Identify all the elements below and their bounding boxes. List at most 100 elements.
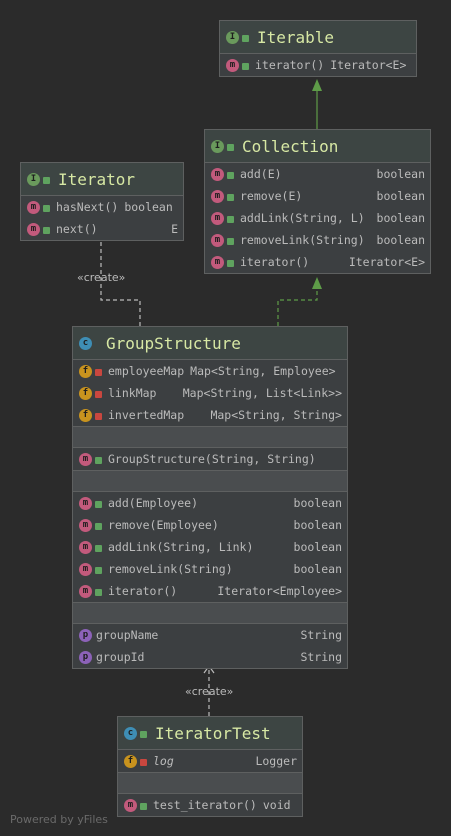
collection-title: Collection bbox=[242, 136, 339, 156]
method-row[interactable]: m hasNext() boolean bbox=[21, 196, 183, 218]
field-row[interactable]: f log Logger bbox=[118, 750, 302, 772]
field-name: employeeMap bbox=[108, 364, 185, 378]
method-row[interactable]: m addLink(String, L) boolean bbox=[205, 207, 430, 229]
method-icon: m bbox=[211, 189, 224, 203]
method-name: iterator() bbox=[240, 255, 310, 269]
public-icon bbox=[227, 143, 234, 151]
method-name: iterator() bbox=[108, 584, 178, 598]
method-row[interactable]: m iterator() Iterator<E> bbox=[220, 54, 416, 76]
method-row[interactable]: m test_iterator() void bbox=[118, 794, 302, 816]
method-row[interactable]: m iterator() Iterator<Employee> bbox=[73, 580, 347, 602]
method-type: boolean bbox=[376, 167, 425, 181]
field-icon: f bbox=[79, 364, 92, 378]
iterator-title: Iterator bbox=[58, 169, 136, 189]
constructor-row[interactable]: m GroupStructure(String, String) bbox=[73, 448, 347, 470]
iteratortest-node[interactable]: c IteratorTest f log Logger m test_itera… bbox=[117, 716, 303, 817]
public-icon bbox=[43, 204, 50, 212]
method-icon: m bbox=[211, 167, 224, 181]
field-type: Map<String, List<Link>> bbox=[182, 386, 342, 400]
yfiles-watermark: Powered by yFiles bbox=[10, 813, 108, 826]
method-icon: m bbox=[27, 200, 40, 214]
field-icon: f bbox=[124, 754, 137, 768]
method-type: E bbox=[171, 222, 178, 236]
property-name: groupName bbox=[96, 628, 159, 642]
create-label-iterator: «create» bbox=[77, 271, 126, 284]
method-type: boolean bbox=[293, 562, 342, 576]
public-icon bbox=[95, 588, 102, 596]
empty-section bbox=[73, 426, 347, 448]
method-row[interactable]: m addLink(String, Link) boolean bbox=[73, 536, 347, 558]
field-row[interactable]: f invertedMap Map<String, String> bbox=[73, 404, 347, 426]
groupstructure-node[interactable]: c GroupStructure f employeeMap Map<Strin… bbox=[72, 326, 348, 669]
class-icon: c bbox=[124, 726, 137, 740]
constructor-name: GroupStructure(String, String) bbox=[108, 452, 316, 466]
property-row[interactable]: p groupName String bbox=[73, 624, 347, 646]
method-type: Iterator<Employee> bbox=[217, 584, 342, 598]
method-icon: m bbox=[79, 540, 92, 554]
method-type: Iterator<E> bbox=[348, 255, 425, 269]
field-icon: f bbox=[79, 386, 92, 400]
method-name: add(E) bbox=[240, 167, 282, 181]
method-name: add(Employee) bbox=[108, 496, 199, 510]
method-type: void bbox=[262, 798, 291, 812]
method-row[interactable]: m remove(E) boolean bbox=[205, 185, 430, 207]
method-icon: m bbox=[79, 584, 92, 598]
iterator-header: I Iterator bbox=[21, 163, 183, 196]
method-row[interactable]: m removeLink(String) boolean bbox=[73, 558, 347, 580]
iteratortest-title: IteratorTest bbox=[155, 723, 271, 743]
public-icon bbox=[43, 176, 50, 184]
method-icon: m bbox=[79, 518, 92, 532]
method-icon: m bbox=[211, 211, 224, 225]
method-type: boolean bbox=[124, 200, 173, 214]
collection-header: I Collection bbox=[205, 130, 430, 163]
method-row[interactable]: m next() E bbox=[21, 218, 183, 240]
public-icon bbox=[140, 730, 147, 738]
method-row[interactable]: m iterator() Iterator<E> bbox=[205, 251, 430, 273]
field-row[interactable]: f linkMap Map<String, List<Link>> bbox=[73, 382, 347, 404]
method-row[interactable]: m remove(Employee) boolean bbox=[73, 514, 347, 536]
field-name: log bbox=[153, 754, 174, 768]
iterable-header: I Iterable bbox=[220, 21, 416, 54]
field-icon: f bbox=[79, 408, 92, 422]
method-name: test_iterator() bbox=[153, 798, 257, 812]
method-type: Iterator<E> bbox=[330, 58, 407, 72]
method-type: boolean bbox=[376, 211, 425, 225]
method-name: removeLink(String) bbox=[108, 562, 233, 576]
method-icon: m bbox=[79, 496, 92, 510]
collection-node[interactable]: I Collection m add(E) boolean m remove(E… bbox=[204, 129, 431, 274]
iterable-node[interactable]: I Iterable m iterator() Iterator<E> bbox=[219, 20, 417, 77]
method-type: boolean bbox=[376, 189, 425, 203]
public-icon bbox=[227, 193, 234, 201]
method-icon: m bbox=[226, 58, 239, 72]
method-name: addLink(String, L) bbox=[240, 211, 365, 225]
public-icon bbox=[95, 456, 102, 464]
empty-section bbox=[73, 470, 347, 492]
public-icon bbox=[227, 171, 234, 179]
property-name: groupId bbox=[96, 650, 145, 664]
public-icon bbox=[95, 522, 102, 530]
method-row[interactable]: m removeLink(String) boolean bbox=[205, 229, 430, 251]
method-icon: m bbox=[124, 798, 137, 812]
public-icon bbox=[242, 34, 249, 42]
field-name: invertedMap bbox=[108, 408, 185, 422]
public-icon bbox=[227, 237, 234, 245]
method-row[interactable]: m add(E) boolean bbox=[205, 163, 430, 185]
interface-icon: I bbox=[226, 30, 239, 44]
empty-section bbox=[118, 772, 302, 794]
method-name: next() bbox=[56, 222, 98, 236]
method-type: boolean bbox=[293, 496, 342, 510]
field-type: Map<String, String> bbox=[210, 408, 342, 422]
method-name: hasNext() bbox=[56, 200, 119, 214]
public-icon bbox=[95, 544, 102, 552]
property-row[interactable]: p groupId String bbox=[73, 646, 347, 668]
method-row[interactable]: m add(Employee) boolean bbox=[73, 492, 347, 514]
private-icon bbox=[95, 390, 102, 398]
collection-extends-iterable-arrow bbox=[312, 79, 322, 91]
public-icon bbox=[95, 566, 102, 574]
iterator-node[interactable]: I Iterator m hasNext() boolean m next() … bbox=[20, 162, 184, 241]
property-type: String bbox=[300, 650, 342, 664]
method-icon: m bbox=[79, 452, 92, 466]
property-icon: p bbox=[79, 650, 92, 664]
groupstructure-creates-iterator-line bbox=[100, 228, 141, 326]
field-row[interactable]: f employeeMap Map<String, Employee> bbox=[73, 360, 347, 382]
